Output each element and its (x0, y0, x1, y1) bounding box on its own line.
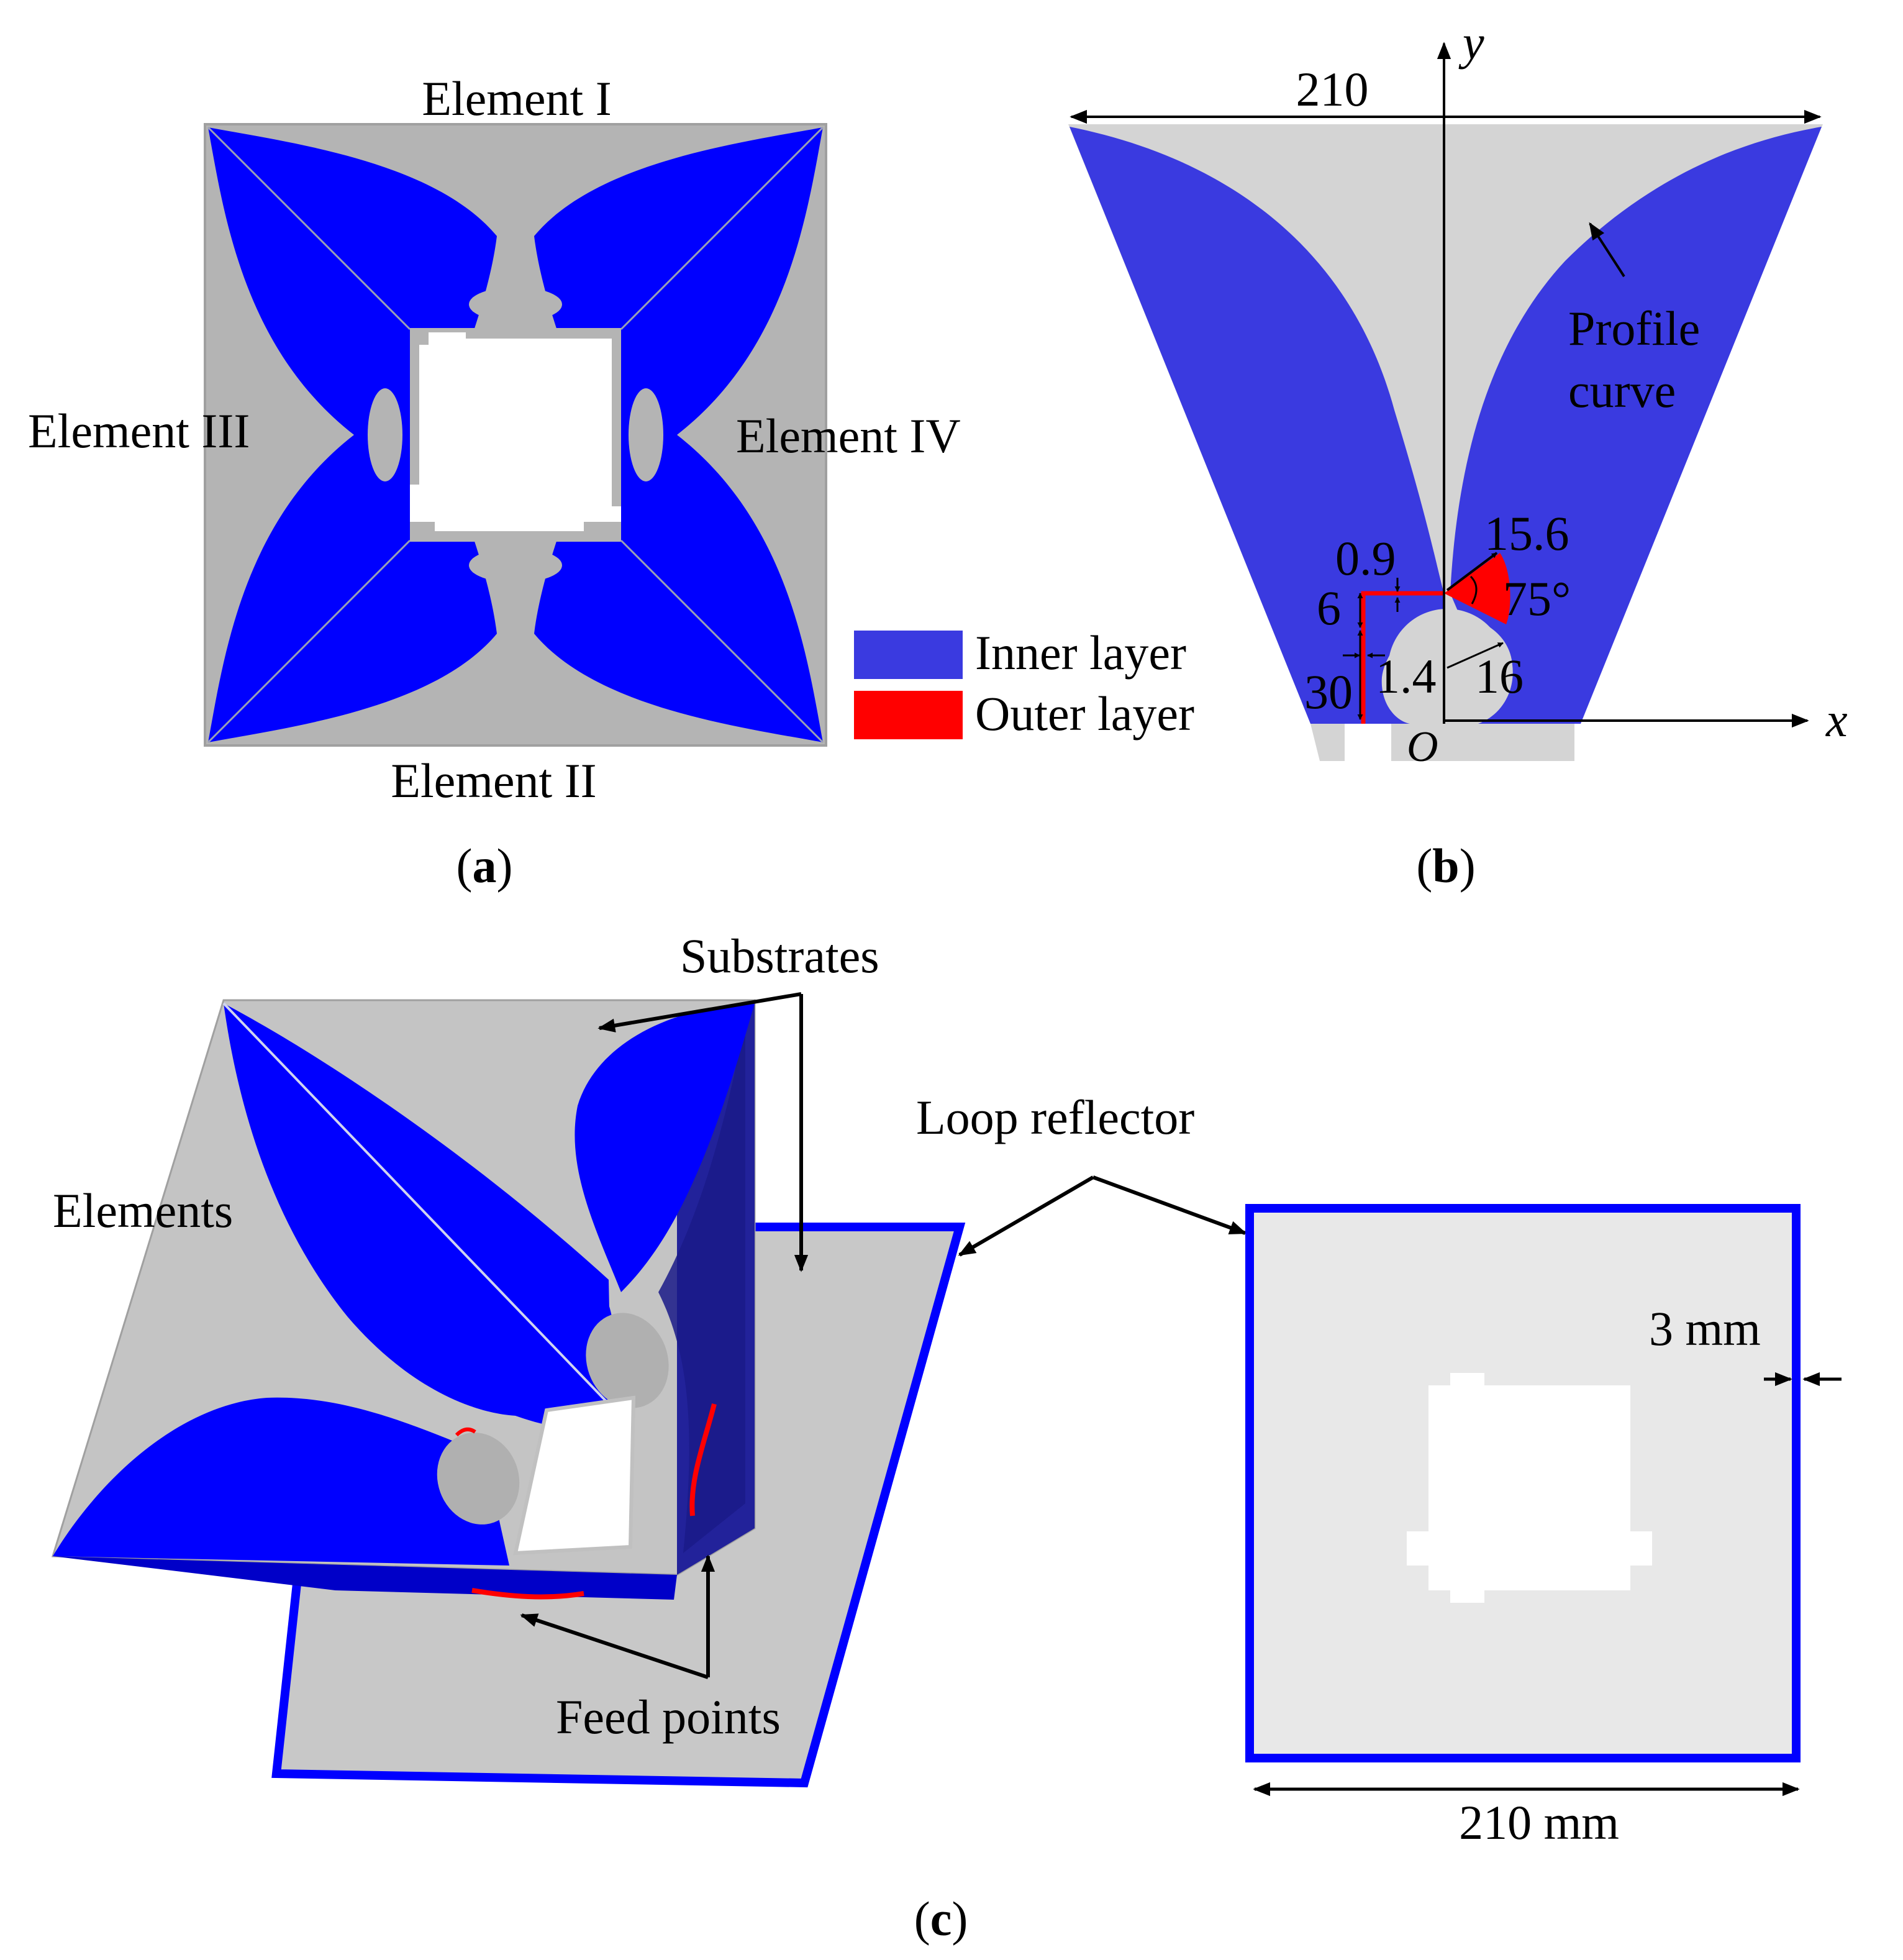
caption-a-letter: a (473, 839, 497, 893)
reflector-arrow-right (1092, 1175, 1247, 1235)
origin-label: O (1407, 723, 1438, 771)
reflector-top-hole (1407, 1373, 1652, 1603)
dim-16-arrow (1447, 642, 1504, 669)
dim-16-label: 16 (1475, 649, 1524, 703)
dim-6-label: 6 (1317, 581, 1341, 635)
panel-c-3d-view (51, 999, 966, 1788)
3d-petal-top-right (575, 1003, 755, 1292)
dim-210mm-label: 210 mm (1459, 1795, 1619, 1849)
3d-center-hollow (513, 1395, 636, 1556)
legend-swatch-outer (854, 691, 963, 739)
axis-x-label: x (1825, 693, 1848, 747)
label-element-ii: Element II (391, 754, 596, 808)
axis-y-label: y (1458, 16, 1484, 70)
panel-b-left-arm (1070, 127, 1444, 724)
profile-label-line1: Profile (1568, 301, 1700, 355)
label-loop-reflector: Loop reflector (916, 1090, 1194, 1144)
legend-label-inner: Inner layer (975, 626, 1186, 680)
legend: Inner layer Outer layer (854, 626, 1194, 741)
caption-b-letter: b (1432, 839, 1459, 893)
dim-width-label: 210 (1296, 62, 1369, 116)
profile-label-line2: curve (1568, 363, 1676, 417)
profile-arrow (1589, 222, 1625, 278)
caption-b: (b) (1416, 839, 1475, 893)
3d-bottom-strip (53, 1556, 677, 1600)
dim-0-9-label: 0.9 (1335, 531, 1396, 585)
label-substrates: Substrates (680, 929, 879, 983)
dim-30-label: 30 (1304, 665, 1353, 719)
panel-b: y x O 210 Profile curve 15.6 75° 0.9 6 1… (1068, 16, 1848, 893)
label-element-iii: Element III (28, 404, 250, 458)
legend-swatch-inner (854, 631, 963, 679)
3d-slot-b (437, 1433, 520, 1525)
substrates-arrow-1 (597, 992, 802, 1032)
dim-15-6-arrow (1446, 552, 1498, 591)
label-feed-points: Feed points (556, 1690, 781, 1744)
panel-c-reflector-top: 3 mm 210 mm (1245, 1204, 1842, 1849)
panel-a-petals (208, 127, 823, 742)
panel-a-diagonals (207, 126, 824, 744)
3d-feed-red-b (471, 1588, 584, 1600)
legend-label-outer: Outer layer (975, 686, 1194, 741)
3d-side-wall-lobe (658, 1019, 745, 1553)
panel-b-feed-line (1361, 591, 1444, 724)
3d-seam (222, 1002, 613, 1408)
caption-c-letter: c (930, 1892, 952, 1946)
dim-3mm-label: 3 mm (1649, 1301, 1761, 1356)
3d-petal-lower-left (53, 1397, 509, 1566)
label-elements: Elements (53, 1183, 233, 1238)
label-element-iv: Element IV (736, 409, 961, 463)
3d-feed-red-c (455, 1427, 476, 1437)
3d-feed-red-a (689, 1403, 717, 1516)
dim-angle-label: 75° (1503, 572, 1571, 626)
caption-a: (a) (456, 839, 513, 893)
feed-arrow-1 (520, 1613, 709, 1679)
dim-15-6-label: 15.6 (1484, 506, 1569, 560)
panel-c: Substrates Loop reflector Elements Feed … (51, 929, 1842, 1946)
panel-a-center-hole (410, 332, 621, 531)
3d-slot-a (586, 1313, 669, 1408)
panel-a-slots (368, 287, 663, 583)
reflector-arrow-left (958, 1175, 1094, 1257)
panel-a: Element I Element II Element III Element… (28, 71, 1194, 893)
caption-c: (c) (914, 1892, 968, 1946)
label-element-i: Element I (422, 71, 611, 125)
dim-1-4-label: 1.4 (1376, 649, 1437, 703)
panel-b-right-arm (1450, 127, 1822, 724)
3d-petal-large-b (224, 1003, 612, 1430)
dim-angle-arc (1469, 575, 1478, 604)
